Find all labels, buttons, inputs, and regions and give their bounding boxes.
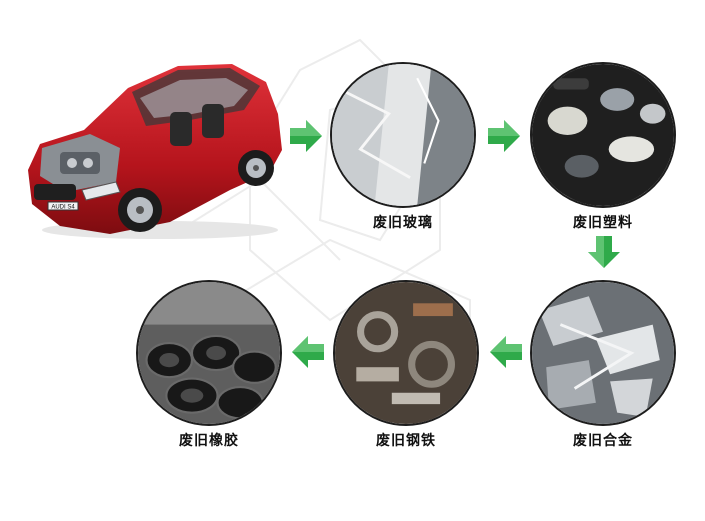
node-label-plastic: 废旧塑料	[573, 215, 633, 231]
license-plate: AUDI S4	[51, 205, 75, 211]
waste-rubber-photo	[136, 280, 282, 426]
waste-plastic-photo	[530, 62, 676, 208]
waste-steel-photo	[333, 280, 479, 426]
waste-glass-photo	[330, 62, 476, 208]
car-cutaway-image: AUDI S4	[28, 64, 282, 239]
arrow-left-icon	[292, 336, 324, 368]
arrow-right-icon	[488, 120, 520, 152]
node-label-alloy: 废旧合金	[573, 433, 633, 449]
node-label-glass: 废旧玻璃	[373, 215, 433, 231]
node-label-steel: 废旧钢铁	[376, 433, 436, 449]
waste-alloy-photo	[530, 280, 676, 426]
node-label-rubber: 废旧橡胶	[179, 433, 239, 449]
arrow-down-icon	[588, 236, 620, 268]
arrow-right-icon	[290, 120, 322, 152]
arrow-left-icon	[490, 336, 522, 368]
